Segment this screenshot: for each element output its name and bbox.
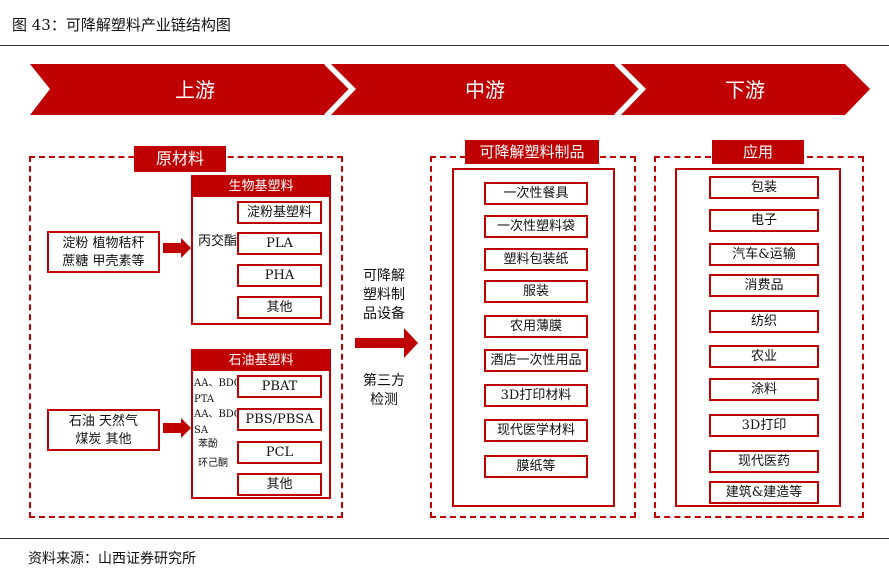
equipment-line1: 可降解 — [363, 268, 405, 284]
mid-item-8: 现代医学材料 — [484, 419, 588, 442]
bio-plastics-title: 生物基塑料 — [193, 177, 329, 197]
petro-input-aa-bdo-2: AA、BDO — [194, 409, 243, 420]
mid-item-5: 农用薄膜 — [484, 315, 588, 338]
petro-item-other: 其他 — [237, 473, 322, 496]
raw-materials-group-1: 淀粉 植物秸秆 蔗糖 甲壳素等 — [47, 231, 160, 273]
down-item-1: 包装 — [709, 176, 819, 199]
testing-line1: 第三方 — [363, 373, 405, 389]
bottom-divider — [0, 538, 889, 539]
petro-input-phenol: 苯酚 — [198, 439, 218, 450]
petro-item-pbs-pbsa: PBS/PBSA — [237, 408, 322, 431]
top-divider — [0, 45, 889, 46]
testing-line2: 检测 — [370, 392, 398, 408]
mid-item-2: 一次性塑料袋 — [484, 215, 588, 238]
petro-plastics-title: 石油基塑料 — [193, 351, 329, 371]
stage-label-upstream: 上游 — [175, 78, 215, 102]
down-item-9: 现代医药 — [709, 450, 819, 473]
down-item-6: 农业 — [709, 345, 819, 368]
mid-item-3: 塑料包装纸 — [484, 248, 588, 271]
bio-item-pla: PLA — [237, 232, 322, 255]
midstream-label: 可降解塑料制品 — [465, 140, 599, 164]
downstream-label: 应用 — [712, 140, 804, 164]
mid-item-4: 服装 — [484, 280, 588, 303]
bio-item-pha: PHA — [237, 264, 322, 287]
bio-item-starch: 淀粉基塑料 — [237, 201, 322, 224]
petro-input-cyclohexanone: 环己酮 — [198, 458, 228, 469]
raw-group1-line1: 淀粉 植物秸秆 — [62, 236, 145, 251]
raw-materials-group-2: 石油 天然气 煤炭 其他 — [47, 409, 160, 451]
stage-label-downstream: 下游 — [725, 78, 765, 102]
down-item-2: 电子 — [709, 209, 819, 232]
down-item-10: 建筑&建造等 — [709, 481, 819, 504]
stage-label-midstream: 中游 — [465, 78, 505, 102]
down-item-8: 3D打印 — [709, 414, 819, 437]
testing-text: 第三方 检测 — [352, 372, 416, 410]
raw-group1-line2: 蔗糖 甲壳素等 — [62, 254, 145, 269]
petro-item-pcl: PCL — [237, 441, 322, 464]
equipment-line3: 品设备 — [363, 306, 405, 322]
upstream-label: 原材料 — [134, 146, 226, 172]
bio-item-other: 其他 — [237, 296, 322, 319]
mid-item-1: 一次性餐具 — [484, 182, 588, 205]
petro-item-pbat: PBAT — [237, 375, 322, 398]
source-note: 资料来源：山西证券研究所 — [28, 551, 196, 567]
raw-group2-line1: 石油 天然气 — [68, 414, 139, 429]
mid-item-7: 3D打印材料 — [484, 384, 588, 407]
figure-title: 图 43：可降解塑料产业链结构图 — [12, 16, 231, 34]
petro-input-pta: PTA — [194, 394, 215, 405]
down-item-5: 纺织 — [709, 310, 819, 333]
petro-input-sa: SA — [194, 425, 209, 436]
down-item-7: 涂料 — [709, 378, 819, 401]
down-item-3: 汽车&运输 — [709, 243, 819, 266]
raw-group2-line2: 煤炭 其他 — [75, 432, 132, 447]
equipment-line2: 塑料制 — [363, 287, 405, 303]
arrow-to-midstream — [355, 328, 418, 358]
mid-item-9: 膜纸等 — [484, 455, 588, 478]
mid-item-6: 酒店一次性用品 — [484, 349, 588, 372]
equipment-text: 可降解 塑料制 品设备 — [352, 267, 416, 324]
lactide-label: 丙交酯 — [198, 234, 238, 249]
down-item-4: 消费品 — [709, 274, 819, 297]
petro-input-aa-bdo-1: AA、BDO — [194, 378, 243, 389]
